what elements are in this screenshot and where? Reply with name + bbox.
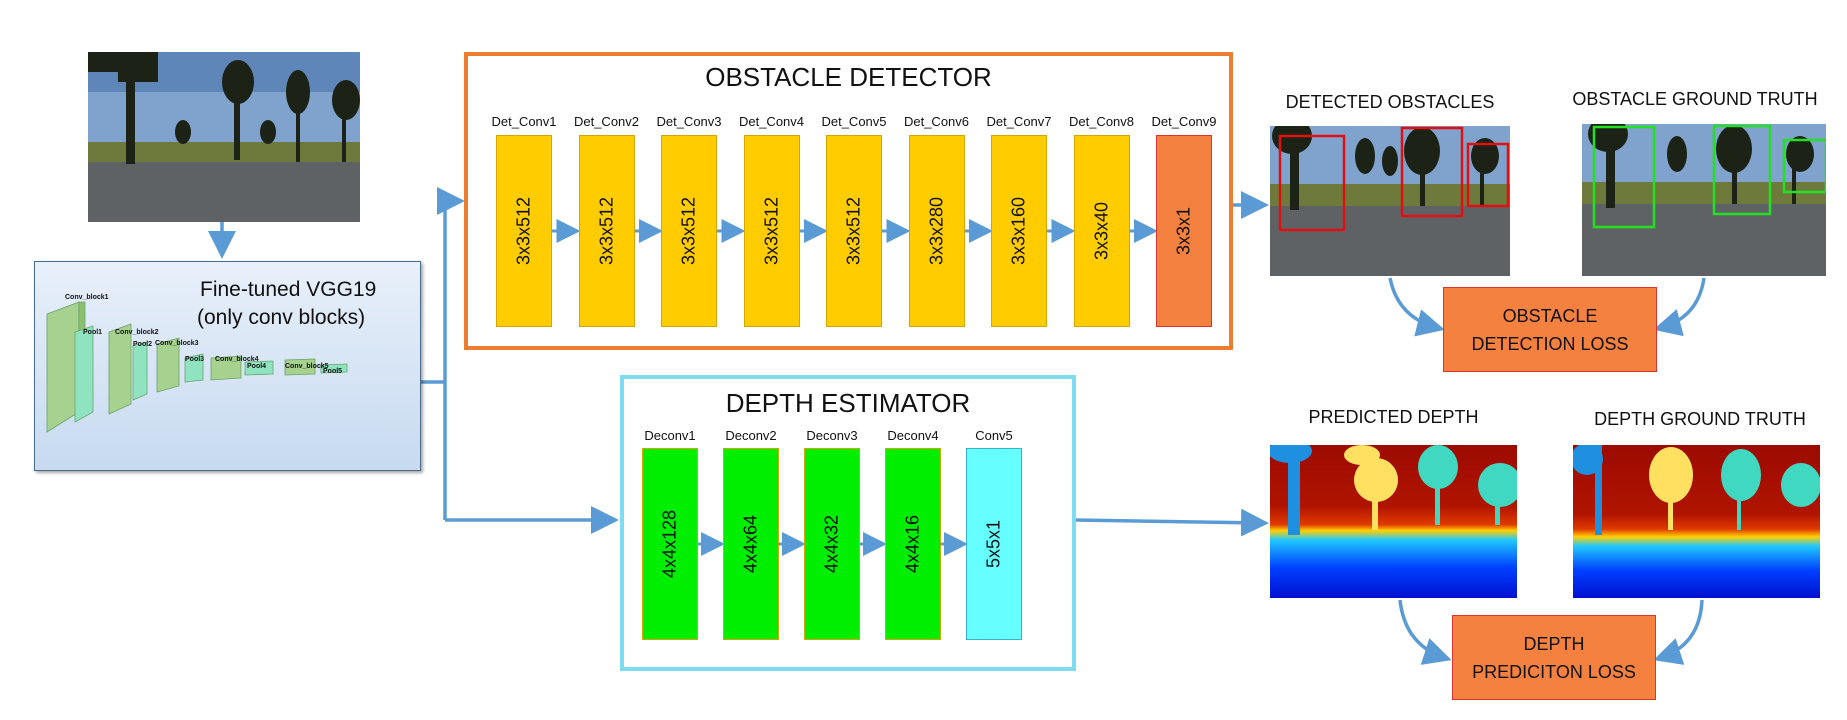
depth-layer-block-5: 5x5x1 (966, 448, 1022, 640)
input-image (88, 52, 360, 222)
detected-obstacles-image (1270, 126, 1510, 276)
detector-layer-block-5: 3x3x512 (826, 135, 882, 327)
detector-layer-size-6: 3x3x280 (926, 196, 946, 266)
depth-estimator-title: DEPTH ESTIMATOR (725, 388, 971, 418)
obstacle-detector-panel (464, 52, 1233, 350)
depth-layer-block-2: 4x4x64 (723, 448, 779, 640)
depth-estimator-panel (620, 375, 1076, 671)
depth-layer-name-1: Deconv1 (644, 428, 696, 443)
predicted-depth-image (1270, 445, 1517, 598)
detector-layer-block-2: 3x3x512 (578, 135, 635, 327)
detector-layer-block-3: 3x3x512 (661, 135, 717, 327)
obstacle-detection-loss-box: OBSTACLE DETECTION LOSS (1443, 287, 1657, 372)
obstacle-detection-loss-label: OBSTACLE DETECTION LOSS (1471, 305, 1629, 354)
depth-layer-size-4: 4x4x16 (902, 514, 923, 574)
vgg-title-line1: Fine-tuned VGG19 (200, 278, 377, 301)
vgg-label-conv1: Conv_block1 (65, 294, 109, 301)
detected-to-loss-arrow (1388, 277, 1445, 337)
gt-to-loss-arrow (1653, 277, 1706, 337)
obstacle-ground-truth-label: OBSTACLE GROUND TRUTH (1572, 89, 1818, 109)
detector-layer-block-8: 3x3x40 (1073, 135, 1130, 327)
pred-depth-to-loss-arrow (1398, 599, 1452, 665)
vgg-label-pool2: Pool2 (133, 341, 152, 348)
detector-layer-size-2: 3x3x512 (596, 196, 616, 266)
detector-layer-name-5: Det_Conv5 (821, 114, 887, 129)
detector-layer-name-2: Det_Conv2 (573, 114, 640, 129)
detector-layer-name-3: Det_Conv3 (656, 114, 722, 129)
depth-layer-name-5: Conv5 (975, 428, 1013, 443)
detector-layer-name-7: Det_Conv7 (986, 114, 1052, 129)
depth-layer-size-2: 4x4x64 (740, 514, 761, 574)
gt-depth-to-loss-arrow (1653, 599, 1704, 665)
detector-layer-block-1: 3x3x512 (496, 135, 552, 327)
vgg-label-conv3: Conv_block3 (155, 340, 199, 347)
detector-layer-size-3: 3x3x512 (678, 196, 699, 266)
depth-ground-truth-image (1573, 445, 1820, 598)
detector-layer-name-6: Det_Conv6 (903, 114, 970, 129)
depth-ground-truth-label: DEPTH GROUND TRUTH (1594, 409, 1806, 429)
detector-layer-size-7: 3x3x160 (1008, 196, 1029, 266)
predicted-depth-label: PREDICTED DEPTH (1308, 407, 1479, 427)
detector-layer-size-5: 3x3x512 (843, 196, 864, 266)
vgg-label-conv4: Conv_block4 (215, 356, 259, 363)
depth-prediction-loss-label: DEPTH PREDICITON LOSS (1472, 633, 1636, 682)
detector-layer-size-4: 3x3x512 (761, 196, 781, 266)
detector-layer-block-7: 3x3x160 (991, 135, 1047, 327)
vgg-architecture-drawing: Conv_block1 Pool1 Conv_block2 Pool2 Conv… (46, 294, 348, 433)
vgg-panel: Fine-tuned VGG19 (only conv blocks) (34, 261, 421, 471)
vgg-label-pool4: Pool4 (247, 363, 266, 370)
detector-layer-size-1: 3x3x512 (513, 196, 534, 266)
depth-layer-size-5: 5x5x1 (983, 519, 1004, 569)
vgg-label-conv2: Conv_block2 (115, 329, 159, 336)
vgg-title-line2: (only conv blocks) (197, 306, 366, 329)
detector-layer-size-9: 3x3x1 (1173, 206, 1194, 256)
vgg-label-conv5: Conv_block5 (285, 363, 329, 370)
detector-layer-name-8: Det_Conv8 (1068, 114, 1135, 129)
detector-layer-name-9: Det_Conv9 (1151, 114, 1217, 129)
detector-layer-name-1: Det_Conv1 (491, 114, 557, 129)
obstacle-ground-truth-image (1582, 124, 1826, 276)
detector-layer-name-4: Det_Conv4 (738, 114, 805, 129)
detector-layer-block-4: 3x3x512 (743, 135, 800, 327)
vgg-label-pool1: Pool1 (83, 329, 102, 336)
depth-layer-size-3: 4x4x32 (821, 514, 842, 574)
depth-layer-block-4: 4x4x16 (885, 448, 941, 640)
depth-layer-name-3: Deconv3 (806, 428, 858, 443)
depth-layer-block-3: 4x4x32 (804, 448, 860, 640)
detector-layer-size-8: 3x3x40 (1091, 201, 1111, 261)
depth-layer-size-1: 4x4x128 (659, 509, 680, 579)
depth-layer-name-2: Deconv2 (725, 428, 777, 443)
depth-layer-name-4: Deconv4 (887, 428, 939, 443)
detected-obstacles-label: DETECTED OBSTACLES (1285, 92, 1495, 112)
depth-output-arrow (1075, 508, 1269, 537)
depth-prediction-loss-box: DEPTH PREDICITON LOSS (1452, 615, 1656, 700)
obstacle-detector-title: OBSTACLE DETECTOR (705, 62, 992, 92)
vgg-label-pool3: Pool3 (185, 356, 204, 363)
detector-layer-block-9: 3x3x1 (1156, 135, 1212, 327)
depth-layer-block-1: 4x4x128 (642, 448, 698, 640)
detector-layer-block-6: 3x3x280 (908, 135, 965, 327)
vgg-label-pool5: Pool5 (323, 368, 342, 375)
